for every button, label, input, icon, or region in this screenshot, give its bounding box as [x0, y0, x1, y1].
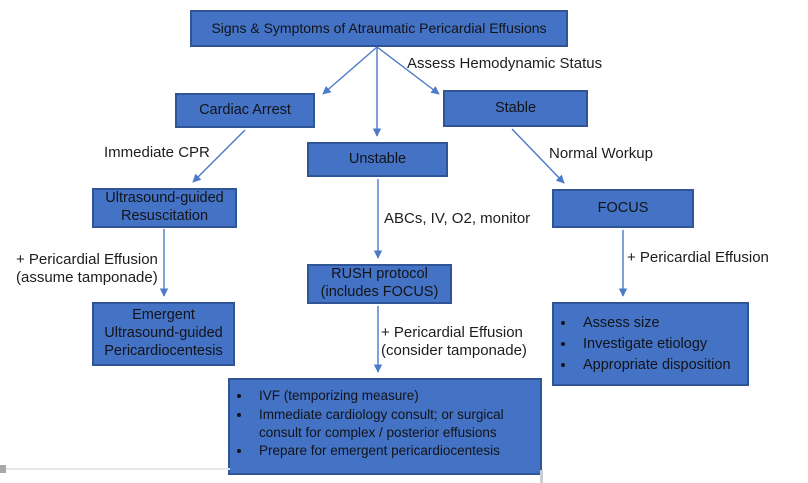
- arrow-root-to-cardiac-arrest: [322, 46, 378, 95]
- node-signs-symptoms: Signs & Symptoms of Atraumatic Pericardi…: [190, 10, 568, 47]
- node-focus-label: FOCUS: [597, 199, 649, 216]
- slide-edge-line: [0, 468, 230, 470]
- unstable-actions-item: IVF (temporizing measure): [252, 387, 534, 405]
- label-immediate-cpr: Immediate CPR: [104, 144, 210, 161]
- stable-actions-item: Appropriate disposition: [576, 355, 731, 375]
- node-rush-protocol: RUSH protocol (includes FOCUS): [307, 264, 452, 304]
- label-pe-consider-line2: (consider tamponade): [381, 342, 527, 359]
- node-focus: FOCUS: [552, 189, 694, 228]
- node-stable-label: Stable: [494, 99, 537, 116]
- label-pe-assume-line2: (assume tamponade): [16, 269, 158, 286]
- label-pe-consider-line1: + Pericardial Effusion: [381, 324, 523, 341]
- node-signs-symptoms-label: Signs & Symptoms of Atraumatic Pericardi…: [211, 19, 547, 36]
- node-ultrasound-guided-resuscitation-label: Ultrasound-guided Resuscitation: [105, 190, 224, 224]
- stable-actions-list: Assess size Investigate etiology Appropr…: [558, 312, 731, 376]
- node-ultrasound-guided-resuscitation: Ultrasound-guided Resuscitation: [92, 188, 237, 228]
- label-pe-right: + Pericardial Effusion: [627, 249, 769, 266]
- node-emergent-pericardiocentesis-label: Emergent Ultrasound-guided Pericardiocen…: [104, 307, 223, 359]
- label-pe-assume-line1: + Pericardial Effusion: [16, 251, 158, 268]
- node-rush-protocol-label: RUSH protocol (includes FOCUS): [320, 266, 439, 300]
- label-assess-hemodynamic-status: Assess Hemodynamic Status: [407, 55, 603, 72]
- stable-actions-item: Assess size: [576, 313, 731, 333]
- node-cardiac-arrest-label: Cardiac Arrest: [199, 101, 291, 118]
- node-unstable-actions: IVF (temporizing measure) Immediate card…: [228, 378, 542, 475]
- node-stable-actions: Assess size Investigate etiology Appropr…: [552, 302, 749, 386]
- label-pe-consider-tamponade: + Pericardial Effusion (consider tampona…: [381, 324, 527, 360]
- node-emergent-pericardiocentesis: Emergent Ultrasound-guided Pericardiocen…: [92, 302, 235, 366]
- unstable-actions-item: Immediate cardiology consult; or surgica…: [252, 406, 534, 442]
- slide-edge-stub: [0, 465, 6, 473]
- label-normal-workup: Normal Workup: [549, 145, 653, 162]
- node-stable: Stable: [443, 90, 588, 127]
- unstable-actions-item: Prepare for emergent pericardiocentesis: [252, 442, 534, 460]
- stable-actions-item: Investigate etiology: [576, 334, 731, 354]
- label-abcs-iv-o2-monitor: ABCs, IV, O2, monitor: [384, 210, 531, 227]
- slide-edge-notch: [540, 470, 543, 483]
- node-unstable-label: Unstable: [348, 150, 407, 167]
- label-pe-assume-tamponade: + Pericardial Effusion (assume tamponade…: [16, 251, 158, 287]
- node-cardiac-arrest: Cardiac Arrest: [175, 93, 315, 128]
- node-unstable: Unstable: [307, 142, 448, 177]
- unstable-actions-list: IVF (temporizing measure) Immediate card…: [234, 386, 534, 461]
